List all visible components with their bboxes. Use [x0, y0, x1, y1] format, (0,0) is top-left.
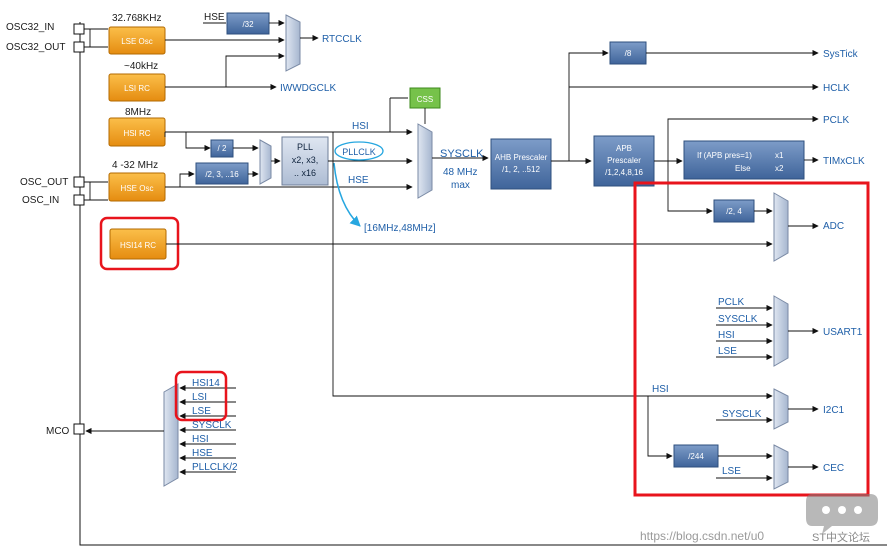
pin-osc32-out-label: OSC32_OUT: [6, 42, 65, 53]
pin-osc-out-label: OSC_OUT: [20, 177, 68, 188]
sysclk-max-2: max: [451, 180, 470, 191]
hclk-label: HCLK: [823, 83, 850, 94]
lse-osc-label: LSE Osc: [121, 37, 153, 46]
apb-prescaler-range: /1,2,4,8,16: [605, 168, 643, 177]
css-label: CSS: [417, 95, 433, 104]
timer-multiplier-box: [683, 140, 805, 180]
pin-osc32-out: [73, 41, 85, 53]
ahb-prescaler-range: /1, 2, ..512: [502, 165, 540, 174]
div2-box: [210, 139, 234, 158]
pll-range-label: [16MHz,48MHz]: [364, 223, 436, 234]
timer-else: Else: [735, 164, 751, 173]
ahb-prescaler-label: AHB Prescaler: [495, 153, 548, 162]
apb-label: APB: [616, 144, 632, 153]
usart-input-sysclk: SYSCLK: [718, 314, 758, 325]
usart-input-hsi: HSI: [718, 330, 735, 341]
cec-mux: [773, 444, 789, 490]
usart-input-lse: LSE: [718, 346, 737, 357]
pll-mult-label-2: .. x16: [294, 168, 316, 178]
rtcclk-label: RTCCLK: [322, 34, 362, 45]
adc-div-label: /2, 4: [726, 207, 742, 216]
lse-freq: 32.768KHz: [112, 13, 161, 24]
mco-input-lse: LSE: [192, 406, 211, 417]
forum-logo: [806, 494, 878, 534]
usart-input-pclk: PCLK: [718, 297, 744, 308]
iwdgclk-label: IWWDGCLK: [280, 83, 336, 94]
mco-input-lsi: LSI: [192, 392, 207, 403]
pllclk-highlight: [334, 141, 384, 161]
lsi-rc-box: [108, 73, 166, 102]
hsi-label: HSI: [352, 121, 369, 132]
watermark-url: https://blog.csdn.net/u0: [640, 529, 764, 543]
adc-mux: [773, 192, 789, 262]
adc-label: ADC: [823, 221, 844, 232]
div32-box: [226, 12, 270, 35]
hse-freq: 4 -32 MHz: [112, 160, 158, 171]
timer-condition: If (APB pres=1): [697, 151, 752, 160]
div8-label: /8: [625, 49, 632, 58]
cec-label: CEC: [823, 463, 844, 474]
hse-osc-label: HSE Osc: [121, 184, 154, 193]
sysclk-label: SYSCLK: [440, 148, 484, 160]
pin-osc32-in-label: OSC32_IN: [6, 22, 54, 33]
pin-mco: [73, 423, 85, 435]
pin-osc-out: [73, 176, 85, 188]
timer-x1: x1: [775, 151, 784, 160]
watermark-text: ST中文论坛: [812, 530, 870, 544]
usart1-mux: [773, 295, 789, 367]
systick-label: SysTick: [823, 49, 859, 60]
lsi-rc-label: LSI RC: [124, 84, 150, 93]
mco-input-hsi14: HSI14: [192, 378, 220, 389]
hsi-freq: 8MHz: [125, 107, 151, 118]
pin-osc-in-label: OSC_IN: [22, 195, 59, 206]
pin-osc32-in: [73, 23, 85, 35]
pin-mco-label: MCO: [46, 426, 70, 437]
pin-osc-in: [73, 194, 85, 206]
div32-label: /32: [242, 20, 254, 29]
apb-prescaler-label: Prescaler: [607, 156, 641, 165]
hsi-rc-label: HSI RC: [123, 129, 150, 138]
timer-x2: x2: [775, 164, 784, 173]
usart1-label: USART1: [823, 327, 863, 338]
hsi14-highlight: [99, 216, 180, 271]
sysclk-mux: [417, 123, 433, 199]
mco-low-speed-highlight: [174, 370, 228, 422]
prediv-label: /2, 3, ..16: [205, 170, 239, 179]
mco-mux: [163, 383, 179, 487]
pclk-label: PCLK: [823, 115, 849, 126]
pll-label: PLL: [297, 142, 313, 152]
i2c-input-sysclk: SYSCLK: [722, 409, 762, 420]
pllclk-label: PLLCLK: [342, 147, 376, 157]
ahb-prescaler-box: [490, 138, 552, 190]
mco-input-sysclk: SYSCLK: [192, 420, 232, 431]
lse-osc-box: [108, 26, 166, 55]
peripheral-clock-highlight: [633, 181, 870, 497]
timxclk-label: TIMxCLK: [823, 156, 865, 167]
i2c1-mux: [773, 388, 789, 430]
i2c1-label: I2C1: [823, 405, 845, 416]
prediv-box: [195, 162, 249, 185]
mco-input-hsi: HSI: [192, 434, 209, 445]
pll-src-mux: [259, 139, 272, 185]
lsi-freq: ~40kHz: [124, 61, 158, 72]
i2c-input-hsi: HSI: [652, 384, 669, 395]
cec-div-label: /244: [688, 452, 704, 461]
hse-top-label: HSE: [204, 12, 225, 23]
hse-label: HSE: [348, 175, 369, 186]
mco-input-hse: HSE: [192, 448, 213, 459]
apb-prescaler-box: [593, 135, 655, 187]
sysclk-max-1: 48 MHz: [443, 167, 477, 178]
rtc-mux: [285, 14, 301, 72]
div2-label: / 2: [218, 144, 227, 153]
cec-input-lse: LSE: [722, 466, 741, 477]
hsi14-rc-label: HSI14 RC: [120, 241, 156, 250]
mco-input-pllclk-div2: PLLCLK/2: [192, 462, 238, 473]
pll-mult-label-1: x2, x3,: [292, 155, 319, 165]
